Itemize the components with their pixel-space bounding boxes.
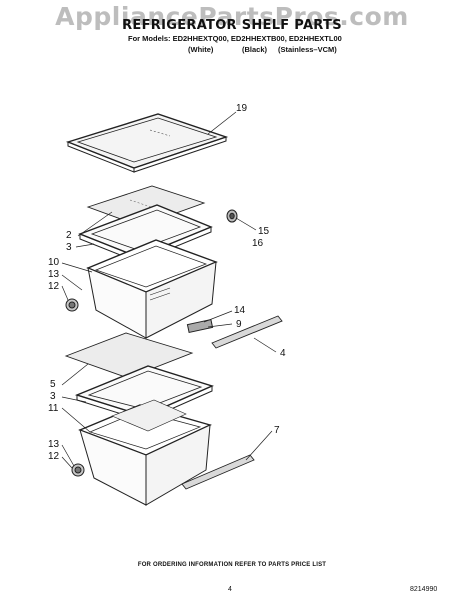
models-line: For Models: ED2HHEXTQ00, ED2HHEXTB00, ED… <box>128 34 342 43</box>
callout-7: 7 <box>274 425 280 436</box>
callout-5: 5 <box>50 379 56 390</box>
ordering-info-footer: FOR ORDERING INFORMATION REFER TO PARTS … <box>137 562 327 568</box>
frame-3-upper-drawing <box>78 204 213 263</box>
callout-10: 10 <box>48 257 60 268</box>
clip-14-drawing <box>186 318 214 334</box>
callout-2: 2 <box>66 230 72 241</box>
callout-4: 4 <box>280 348 286 359</box>
callout-3-upper: 3 <box>66 242 72 253</box>
callout-14: 14 <box>234 305 246 316</box>
callout-12-lower: 12 <box>48 451 60 462</box>
variant-black: (Black) <box>242 45 268 54</box>
callout-12-upper: 12 <box>48 281 60 292</box>
callout-13-lower: 13 <box>48 439 60 450</box>
fastener-15-drawing <box>226 209 238 223</box>
rail-7-drawing <box>181 454 255 490</box>
drawer-10-drawing <box>86 239 218 339</box>
callout-3-lower: 3 <box>50 391 56 402</box>
page-title: REFRIGERATOR SHELF PARTS <box>122 18 342 33</box>
shelf-19-drawing <box>65 113 229 173</box>
watermark: AppliancePartsPros.com <box>55 2 409 31</box>
callout-19: 19 <box>236 103 248 114</box>
callout-13-upper: 13 <box>48 269 60 280</box>
variant-white: (White) <box>188 45 214 54</box>
callout-11: 11 <box>48 403 59 414</box>
rail-4-drawing <box>211 315 283 349</box>
callout-9: 9 <box>236 319 242 330</box>
glass-5-drawing <box>64 332 194 379</box>
page-number: 4 <box>228 586 232 593</box>
callout-15: 15 <box>258 226 270 237</box>
leader-lines <box>61 111 277 469</box>
drawer-11-drawing <box>78 399 212 506</box>
callout-16: 16 <box>252 238 264 249</box>
variant-stainless: (Stainless–VCM) <box>278 45 337 54</box>
screw-12-lower-drawing <box>71 463 85 477</box>
screw-12-upper-drawing <box>65 298 79 312</box>
document-number: 8214990 <box>410 586 438 593</box>
